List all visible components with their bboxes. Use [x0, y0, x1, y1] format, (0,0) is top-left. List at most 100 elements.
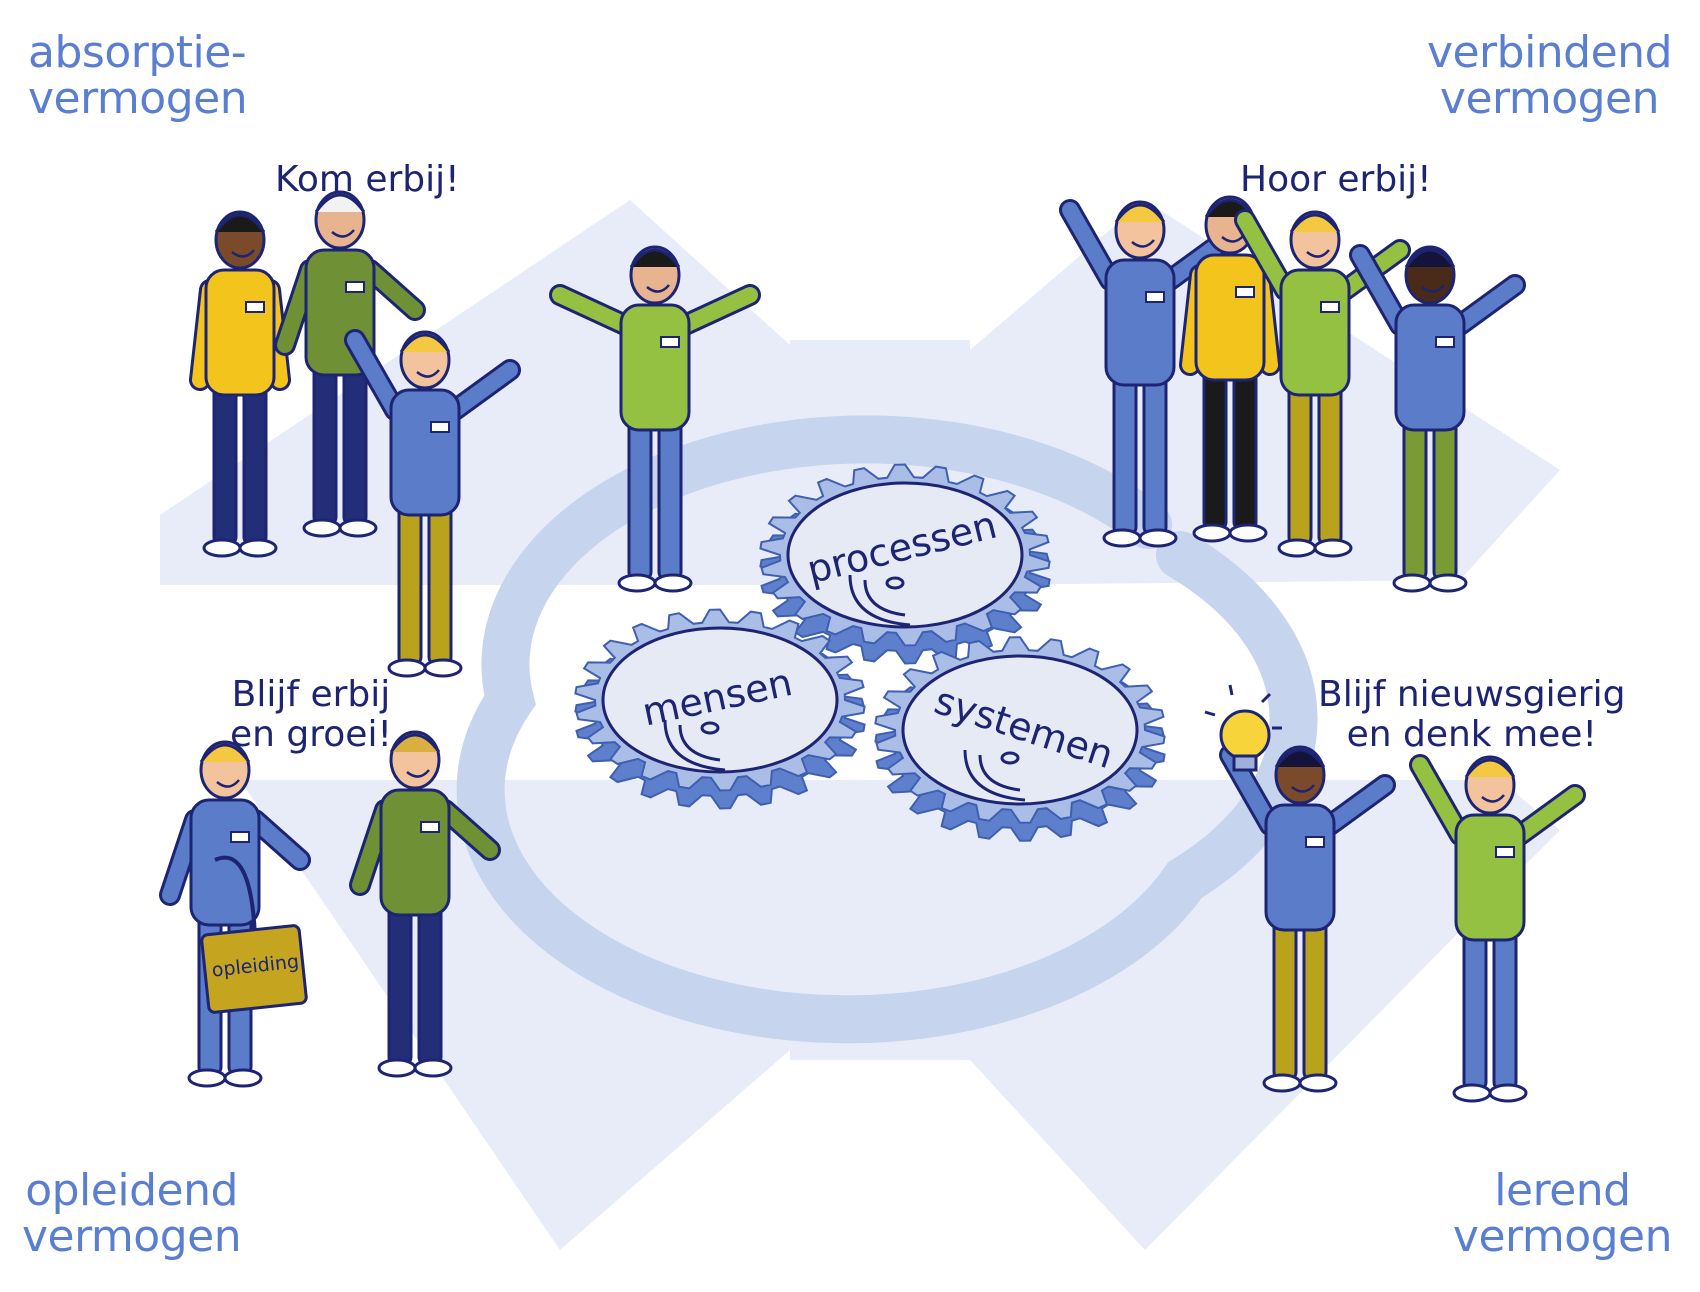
corner-label-opleidend-vermogen: opleidend vermogen: [22, 1168, 242, 1262]
person-shoe: [202, 538, 242, 558]
slogan-blijf-erbij: Blijf erbij en groei!: [230, 675, 392, 755]
person-torso: [379, 788, 451, 917]
person-shoe: [223, 1068, 263, 1088]
person-shoe: [1138, 528, 1178, 548]
person-arm: [1062, 202, 1118, 288]
person-figure: [1059, 199, 1236, 548]
person-leg: [1317, 383, 1343, 547]
person-smile: [416, 369, 440, 378]
gear-group: [574, 463, 1166, 842]
person-arm: [677, 287, 758, 333]
person-arm: [247, 812, 308, 868]
person-shoe: [1392, 573, 1432, 593]
person-smile: [1481, 794, 1505, 803]
person-hair: [314, 193, 366, 213]
name-badge-icon: [420, 821, 440, 833]
person-arm: [347, 332, 403, 418]
person-leg: [427, 503, 453, 667]
person-shoe: [423, 658, 463, 678]
person-torso: [389, 388, 461, 517]
person-torso: [619, 303, 691, 432]
name-badge-icon: [1145, 291, 1165, 303]
person-leg: [1272, 918, 1298, 1082]
person-leg: [1142, 373, 1168, 537]
person-arm: [1412, 757, 1468, 843]
person-figure: [189, 210, 291, 558]
name-badge-icon: [430, 421, 450, 433]
person-arm: [362, 262, 423, 318]
person-shoe: [1298, 1073, 1338, 1093]
person-shoe: [387, 658, 427, 678]
person-shoe: [1277, 538, 1317, 558]
corner-label-lerend-vermogen: lerend vermogen: [1452, 1165, 1673, 1262]
person-shoe: [1488, 1083, 1528, 1103]
lightbulb-icon: [1204, 684, 1282, 772]
opleiding-bag: opleiding: [200, 855, 308, 1014]
person-shoe: [617, 573, 657, 593]
slogan-kom-erbij: Kom erbij!: [275, 160, 460, 200]
person-hair: [1404, 248, 1456, 268]
person-smile: [1421, 284, 1445, 293]
person-torso: [1264, 803, 1336, 932]
gear-swirl: [963, 749, 1026, 802]
gear-systemen: [874, 636, 1166, 842]
person-leg: [417, 903, 443, 1067]
person-shoe: [338, 518, 378, 538]
gear-swirl: [978, 754, 1021, 792]
person-figure: [549, 245, 761, 593]
person-torso: [1394, 303, 1466, 432]
person-torso: [1454, 813, 1526, 942]
person-smile: [331, 229, 355, 238]
slogan-line: en groei!: [230, 714, 392, 755]
person-shoe: [1262, 1073, 1302, 1093]
person-hair: [1274, 748, 1326, 768]
name-badge-icon: [660, 336, 680, 348]
person-torso: [1194, 253, 1266, 382]
person-smile: [1291, 784, 1315, 793]
person-hair: [1114, 203, 1166, 223]
slogan-line: en denk mee!: [1346, 714, 1597, 755]
person-hair: [399, 333, 451, 353]
corner-label-line: vermogen: [1452, 1211, 1673, 1262]
person-figure: [349, 730, 501, 1078]
person-hair: [199, 743, 251, 763]
person-shoe: [377, 1058, 417, 1078]
person-hair: [1289, 213, 1341, 233]
corner-label-absorptievermogen: absorptie- vermogen: [28, 30, 248, 122]
gear-hole: [1000, 751, 1020, 765]
slogan-line: Kom erbij!: [275, 159, 460, 200]
person-shoe: [238, 538, 278, 558]
person-shoe: [1228, 523, 1268, 543]
person-arm: [1322, 777, 1393, 833]
name-badge-icon: [1235, 286, 1255, 298]
name-badge-icon: [1305, 836, 1325, 848]
person-leg: [387, 903, 413, 1067]
person-leg: [212, 383, 238, 547]
gear-mensen: [574, 608, 866, 810]
person-shoe: [413, 1058, 453, 1078]
corner-label-line: vermogen: [22, 1211, 242, 1262]
person-leg: [1112, 373, 1138, 537]
person-smile: [216, 779, 240, 788]
person-arm: [1512, 787, 1583, 843]
person-torso: [1104, 258, 1176, 387]
slogan-blijf-nieuwsgierig: Blijf nieuwsgierig en denk mee!: [1318, 675, 1625, 755]
person-hair: [214, 213, 266, 233]
person-torso: [1279, 268, 1351, 397]
person-figure: [1349, 244, 1526, 593]
corner-label-verbindend-vermogen: verbindend vermogen: [1427, 30, 1673, 122]
gear-processen: [759, 463, 1051, 665]
name-badge-icon: [1320, 301, 1340, 313]
corner-label-line: lerend: [1494, 1165, 1631, 1216]
gear-swirl: [678, 724, 721, 762]
slogan-line: Hoor erbij!: [1240, 159, 1432, 200]
person-smile: [406, 769, 430, 778]
person-torso: [189, 798, 261, 927]
person-leg: [1302, 918, 1328, 1082]
slogan-line: Blijf nieuwsgierig: [1318, 674, 1626, 715]
person-hair: [389, 733, 441, 753]
person-leg: [342, 363, 368, 527]
person-arm: [437, 802, 498, 858]
